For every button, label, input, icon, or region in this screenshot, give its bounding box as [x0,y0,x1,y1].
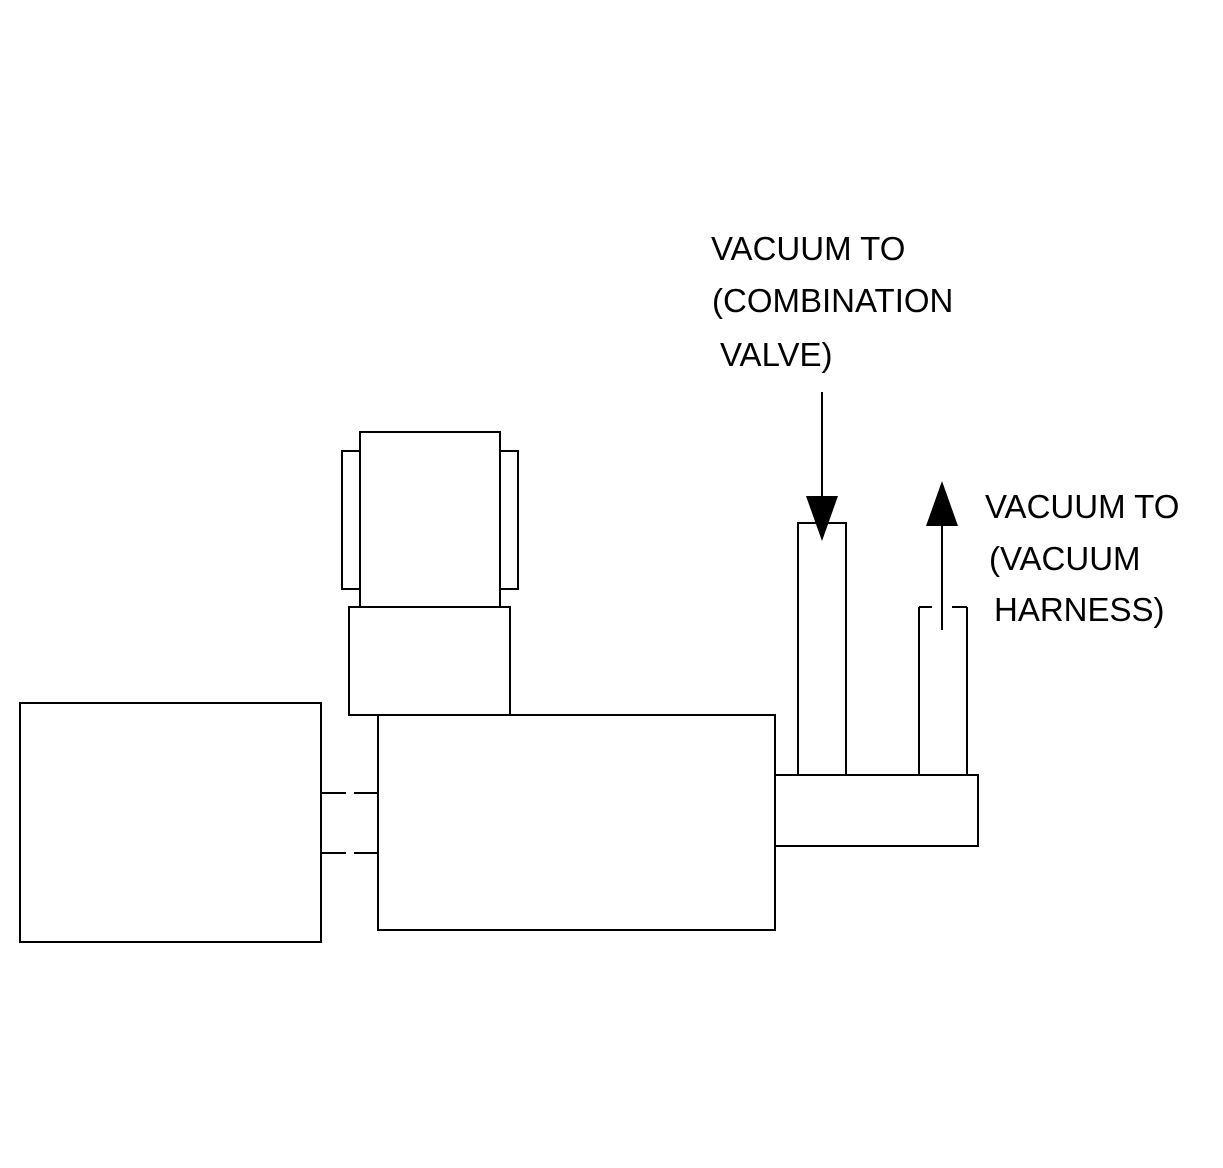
main-body [377,714,776,931]
solenoid-base [348,606,511,716]
solenoid-cap [341,431,519,608]
combination-valve-port [797,522,847,776]
combination-valve-label-line3: VALVE) [720,336,833,373]
housing-connector [321,792,378,854]
vacuum-harness-label-line1: VACUUM TO [985,488,1179,525]
left-housing [19,702,322,943]
arrow-down-icon [806,392,838,541]
combination-valve-label-line2: (COMBINATION [712,282,953,319]
vacuum-harness-label-line3: HARNESS) [994,591,1165,628]
combination-valve-label: VACUUM TO (COMBINATION VALVE) [711,230,953,373]
vacuum-harness-port [918,606,968,775]
vacuum-harness-label: VACUUM TO (VACUUM HARNESS) [985,488,1179,628]
arrow-up-icon [926,481,958,630]
combination-valve-label-line1: VACUUM TO [711,230,905,267]
vacuum-harness-label-line2: (VACUUM [989,540,1141,577]
port-manifold [774,774,979,847]
